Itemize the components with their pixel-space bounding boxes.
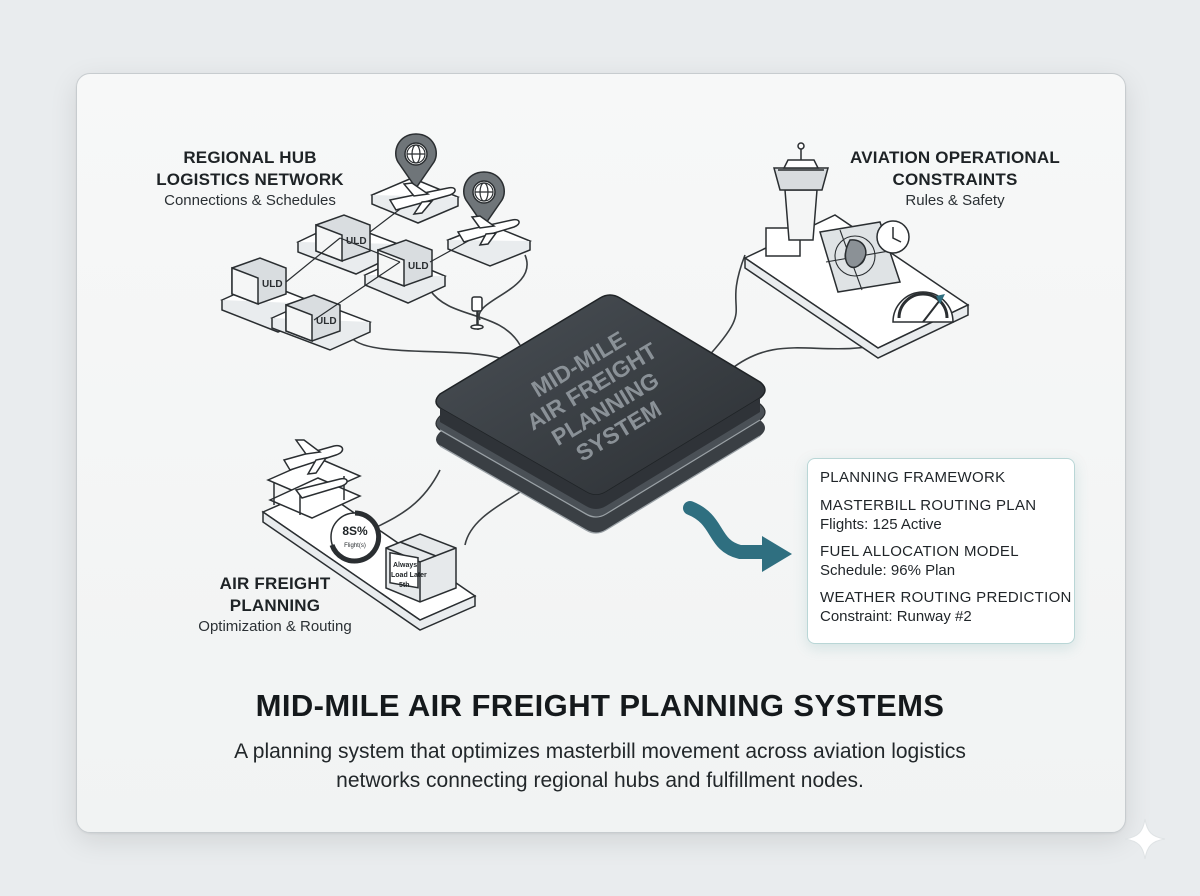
planning-framework-panel: PLANNING FRAMEWORK MASTERBILL ROUTING PL… (807, 458, 1075, 644)
core-system-block: MID-MILE AIR FREIGHT PLANNING SYSTEM (435, 294, 766, 534)
panel-item-value: Schedule: 96% Plan (820, 562, 956, 579)
airplane-icon (388, 182, 456, 215)
output-arrow-icon (683, 501, 792, 572)
freight-title-line1: AIR FREIGHT (219, 574, 331, 593)
hub-network-label: REGIONAL HUB LOGISTICS NETWORK Connectio… (140, 147, 360, 211)
globe-icon (406, 144, 426, 164)
sparkle-icon (1124, 818, 1166, 860)
airplane-icon (282, 439, 344, 475)
panel-item-value: Constraint: Runway #2 (820, 608, 972, 625)
aviation-constraints-illustration (743, 142, 970, 359)
globe-icon (474, 182, 494, 202)
aviation-subtitle: Rules & Safety (905, 192, 1005, 209)
sensor-post-icon (470, 296, 484, 330)
panel-item: WEATHER ROUTING PREDICTION Constraint: R… (820, 588, 1074, 626)
panel-item-value: Flights: 125 Active (820, 516, 942, 533)
main-title: MID-MILE AIR FREIGHT PLANNING SYSTEMS (255, 688, 945, 723)
progress-gauge: 8S% Flight(s) (329, 510, 382, 564)
freight-title-line2: PLANNING (229, 596, 321, 615)
map-pin-icon (395, 133, 437, 190)
hub-title-line1: REGIONAL HUB (183, 148, 317, 167)
gauge-value: 8S% (342, 524, 368, 538)
hub-network-illustration: ULD ULD ULD ULD (220, 133, 533, 351)
box-label-line2: Load Later (391, 572, 427, 579)
panel-item: MASTERBILL ROUTING PLAN Flights: 125 Act… (820, 496, 1074, 534)
clock-icon (876, 220, 910, 254)
control-tower-icon (765, 142, 829, 257)
hub-subtitle: Connections & Schedules (164, 192, 336, 209)
airplane-icon (294, 477, 348, 499)
airplane-icon (456, 215, 520, 246)
uld-label: ULD (346, 236, 367, 247)
speed-gauge-icon (892, 291, 954, 323)
aviation-constraints-label: AVIATION OPERATIONAL CONSTRAINTS Rules &… (830, 147, 1080, 211)
gauge-subtext: Flight(s) (344, 543, 366, 549)
uld-label: ULD (262, 279, 283, 290)
panel-item-name: MASTERBILL ROUTING PLAN (820, 497, 1037, 514)
panel-item: FUEL ALLOCATION MODEL Schedule: 96% Plan (820, 542, 1074, 580)
aviation-title-line1: AVIATION OPERATIONAL (850, 148, 1060, 167)
cargo-box-icon: Always Load Later 5th (385, 533, 457, 603)
air-freight-label: AIR FREIGHT PLANNING Optimization & Rout… (170, 573, 380, 637)
uld-label: ULD (316, 316, 337, 327)
panel-heading: PLANNING FRAMEWORK (820, 469, 1006, 486)
hub-title-line2: LOGISTICS NETWORK (156, 170, 344, 189)
air-freight-illustration: 8S% Flight(s) Always Load Later 5th (261, 439, 477, 631)
panel-item-name: FUEL ALLOCATION MODEL (820, 543, 1019, 560)
aviation-title-line2: CONSTRAINTS (892, 170, 1018, 189)
box-label-line1: Always (393, 562, 417, 569)
map-pin-icon (463, 171, 505, 228)
box-label-line3: 5th (399, 582, 410, 589)
freight-subtitle: Optimization & Routing (198, 618, 352, 635)
uld-label: ULD (408, 261, 429, 272)
main-description: A planning system that optimizes masterb… (234, 740, 966, 792)
panel-item-name: WEATHER ROUTING PREDICTION (820, 589, 1072, 606)
